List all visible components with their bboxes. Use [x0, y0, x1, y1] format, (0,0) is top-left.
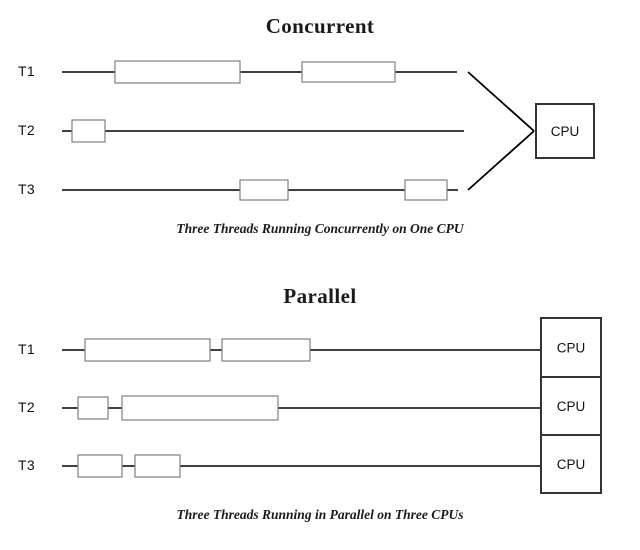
execution-block	[221, 338, 311, 362]
cpu-box: CPU	[540, 434, 602, 494]
cpu-label: CPU	[557, 399, 586, 414]
section-graphics-concurrent: CPU	[62, 60, 595, 201]
cpu-box: CPU	[540, 376, 602, 436]
execution-block	[114, 60, 241, 84]
execution-block	[301, 61, 396, 83]
thread-timeline-parallel-t3	[62, 454, 540, 478]
caption-parallel: Three Threads Running in Parallel on Thr…	[176, 507, 464, 522]
execution-block	[77, 396, 109, 420]
thread-timeline-concurrent-t1	[62, 60, 457, 84]
thread-timeline-parallel-t2	[62, 395, 540, 421]
execution-block	[77, 454, 123, 478]
thread-label-parallel-t1: T1	[18, 341, 35, 357]
section-graphics-parallel: CPU CPU CPU	[62, 317, 602, 494]
cpu-box: CPU	[540, 317, 602, 378]
thread-timeline-concurrent-t2	[62, 119, 464, 143]
execution-block	[404, 179, 448, 201]
cpu-box-outline	[540, 376, 602, 436]
execution-block	[239, 179, 289, 201]
cpu-box-outline	[535, 103, 595, 159]
caption-concurrent: Three Threads Running Concurrently on On…	[176, 221, 464, 236]
execution-block	[121, 395, 279, 421]
cpu-box: CPU	[535, 103, 595, 159]
thread-label-concurrent-t2: T2	[18, 122, 35, 138]
execution-block	[134, 454, 181, 478]
section-title-parallel: Parallel	[283, 284, 357, 308]
cpu-connector-line	[467, 130, 535, 191]
thread-timeline-parallel-t1	[62, 338, 540, 362]
cpu-label: CPU	[557, 457, 586, 472]
thread-label-parallel-t3: T3	[18, 457, 35, 473]
execution-block	[84, 338, 211, 362]
cpu-box-outline	[540, 317, 602, 378]
thread-label-concurrent-t1: T1	[18, 63, 35, 79]
cpu-box-outline	[540, 434, 602, 494]
cpu-label: CPU	[557, 341, 586, 356]
execution-block	[71, 119, 106, 143]
thread-label-parallel-t2: T2	[18, 399, 35, 415]
section-title-concurrent: Concurrent	[265, 14, 375, 38]
thread-timeline-concurrent-t3	[62, 179, 458, 201]
cpu-label: CPU	[551, 124, 580, 139]
thread-label-concurrent-t3: T3	[18, 181, 35, 197]
cpu-connector-line	[467, 71, 535, 132]
